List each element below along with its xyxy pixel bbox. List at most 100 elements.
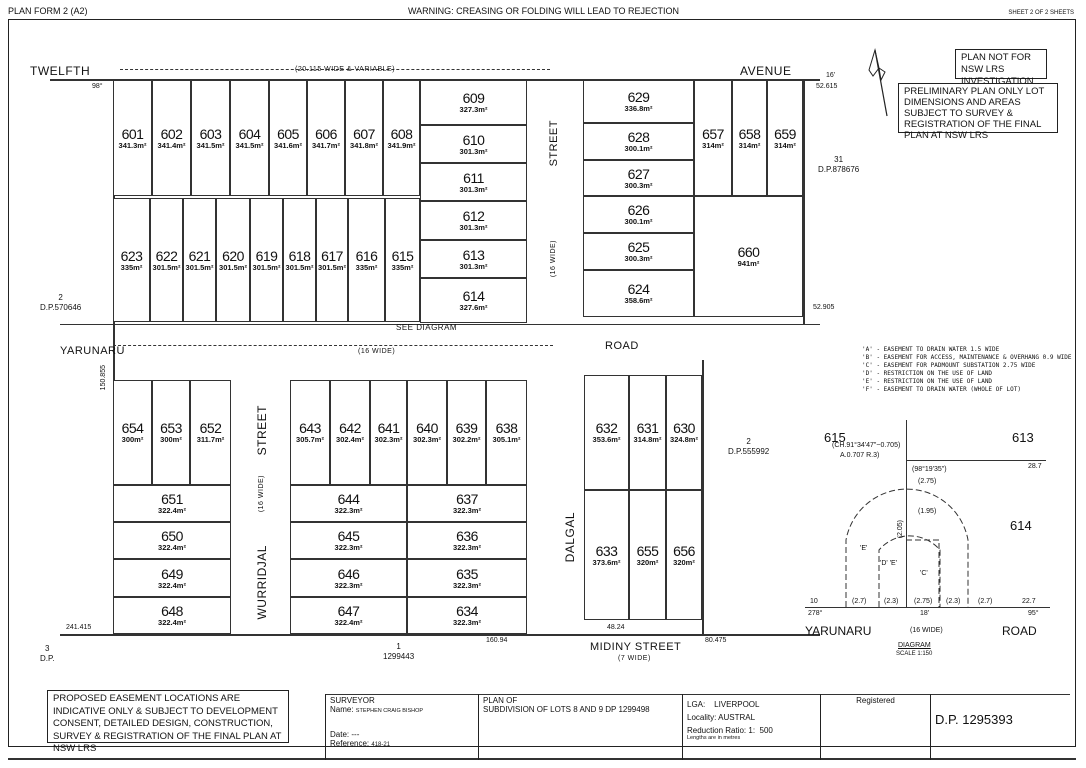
diagram-road-name: YARUNARU [805,624,872,638]
lot-area: 322.4m² [158,580,186,590]
lot-number: 617 [321,247,343,264]
lot-area: 327.3m² [459,105,488,114]
road-wurridjal-street: STREET [255,405,269,456]
legend-item-d: 'D' - RESTRICTION ON THE USE OF LAND [862,370,993,377]
diagram-road-suffix: ROAD [1002,624,1037,638]
lot-area: 302.2m² [452,435,481,444]
not-for-investigation-note: PLAN NOT FOR NSW LRS INVESTIGATION [955,49,1047,87]
lot-number: 645 [337,528,360,544]
lot-area: 373.6m² [592,557,621,567]
lot-area: 322.3m² [334,580,363,590]
road-yarunaru: YARUNARU [60,345,125,357]
diagram-boundary [906,460,1046,462]
plan-form-label: PLAN FORM 2 (A2) [8,6,88,16]
lot-area: 322.3m² [453,506,481,515]
yarunaru-centreline [113,345,553,346]
lot-number: 614 [462,288,485,304]
road-yarunaru-road: ROAD [605,340,639,352]
lot-number: 648 [161,603,183,619]
diagram-dim: A.0.707 R.3) [840,452,880,459]
lot-area: 311.7m² [196,435,225,444]
lot-area: 941m² [737,259,760,268]
title-block-rule [325,694,1070,695]
lot-area: 353.6m² [592,435,621,444]
lot-number: 657 [702,125,724,142]
lot-number: 604 [238,125,261,142]
lot-number: 653 [160,420,182,436]
dim-midiny-right: 80.475 [705,637,727,644]
lot-area: 322.3m² [453,618,481,627]
lot-number: 641 [377,420,400,436]
dim-lot660-right: 52.905 [813,304,835,311]
plan-of-cell: PLAN OF SUBDIVISION OF LOTS 8 AND 9 DP 1… [478,694,682,760]
lot-number: 618 [288,247,311,264]
diagram-dim: 95° [1028,610,1039,617]
lot-number: 615 [391,247,414,264]
yarunaru-north-boundary [60,324,820,326]
lot-area: 341.4m² [157,140,186,150]
preliminary-note: PRELIMINARY PLAN ONLY LOT DIMENSIONS AND… [898,83,1058,141]
north-arrow-icon [868,48,888,117]
diagram-dim: (1.95) [918,508,937,515]
lot-number: 633 [595,542,618,559]
see-diagram-label: SEE DIAGRAM [396,323,458,332]
lot-area: 322.4m² [334,618,363,627]
lot-number: 647 [337,603,360,619]
lot-area: 301.3m² [459,223,488,232]
dim-twelfth-left: 98° [92,83,103,90]
lot-area: 300m² [160,435,182,444]
legend-item-f: 'F' - EASEMENT TO DRAIN WATER (WHOLE OF … [862,386,1021,393]
diagram-dim: 28.7 [1028,463,1042,470]
lot-number: 631 [636,420,659,436]
lot-area: 300.1m² [624,217,653,226]
diagram-dim: (2.75) [918,478,937,485]
lot-area: 302.3m² [413,435,441,444]
diagram-dim: (CH.91°34'47"~0.705) [832,442,901,449]
lot-number: 619 [255,247,278,264]
lot-area: 335m² [391,262,414,272]
lot-area: 322.3m² [453,543,481,552]
dim-twelfth-right: 16' [826,72,836,79]
lot-number: 612 [462,208,485,224]
lot-number: 626 [627,202,650,218]
surveyor-cell: SURVEYOR Name: STEPHEN CRAIG BISHOP Date… [325,694,478,760]
lot-number: 602 [160,125,183,142]
lot-number: 640 [416,420,438,436]
road-street-top-width: (16 WIDE) [550,240,557,278]
lot-area: 314m² [702,140,724,150]
lot-area: 358.6m² [624,296,653,305]
diagram-boundary [906,420,908,608]
lot-area: 341.8m² [350,140,378,150]
title-block-rule [8,758,1076,760]
diagram-dim: 'E' [860,545,868,552]
lot-area: 341.7m² [312,140,340,150]
lot-number: 635 [456,565,478,582]
lot-number: 632 [595,420,618,436]
lot-area: 324.8m² [670,435,698,444]
west-boundary [113,79,115,635]
lot-area: 341.5m² [196,140,225,150]
lot-number: 656 [673,542,695,559]
easement-disclaimer-note: PROPOSED EASEMENT LOCATIONS ARE INDICATI… [47,690,289,754]
